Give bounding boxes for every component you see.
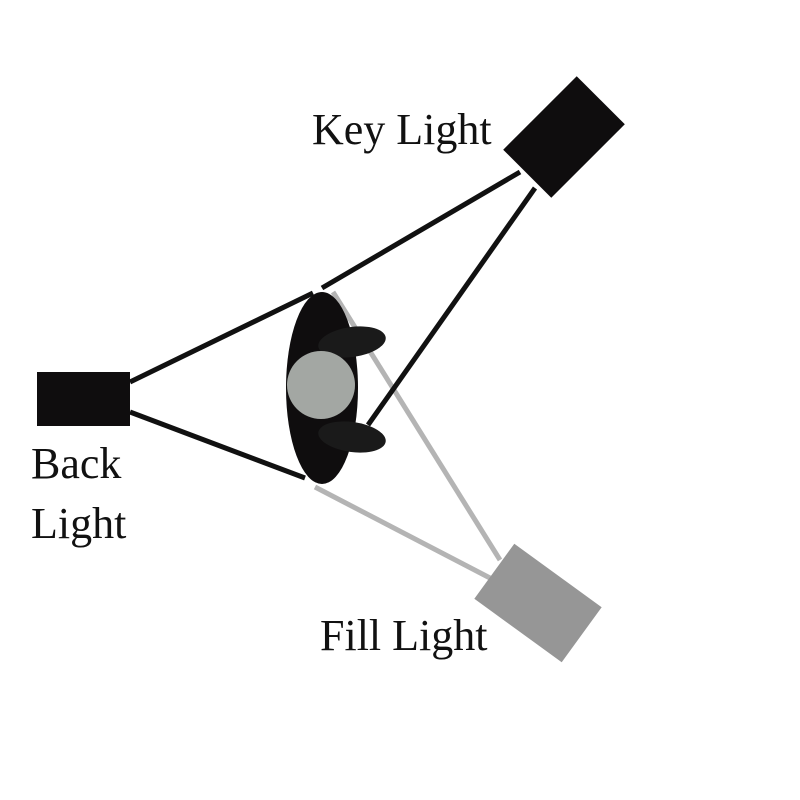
- key-light-icon: [503, 76, 625, 198]
- back-light-label-line1: Back: [31, 439, 121, 488]
- back-light-beam-lower: [129, 409, 306, 481]
- key-light-beam-lower: [365, 186, 538, 427]
- back-light-beam-upper: [128, 290, 315, 385]
- subject-person: [286, 292, 386, 484]
- key-light-beams: [320, 169, 538, 427]
- back-light-label-line2: Light: [31, 499, 126, 548]
- back-light-icon: [37, 372, 130, 426]
- key-light-beam-upper: [320, 169, 522, 291]
- fill-light-icon: [474, 543, 602, 663]
- subject-shoulder-lower-icon: [318, 421, 386, 453]
- back-light-beams: [128, 290, 315, 481]
- fill-light-label: Fill Light: [320, 611, 487, 660]
- key-light-label: Key Light: [312, 105, 492, 154]
- subject-head-icon: [287, 351, 355, 419]
- fill-light-beam-lower: [313, 484, 492, 581]
- subject-shoulder-upper-icon: [318, 326, 386, 358]
